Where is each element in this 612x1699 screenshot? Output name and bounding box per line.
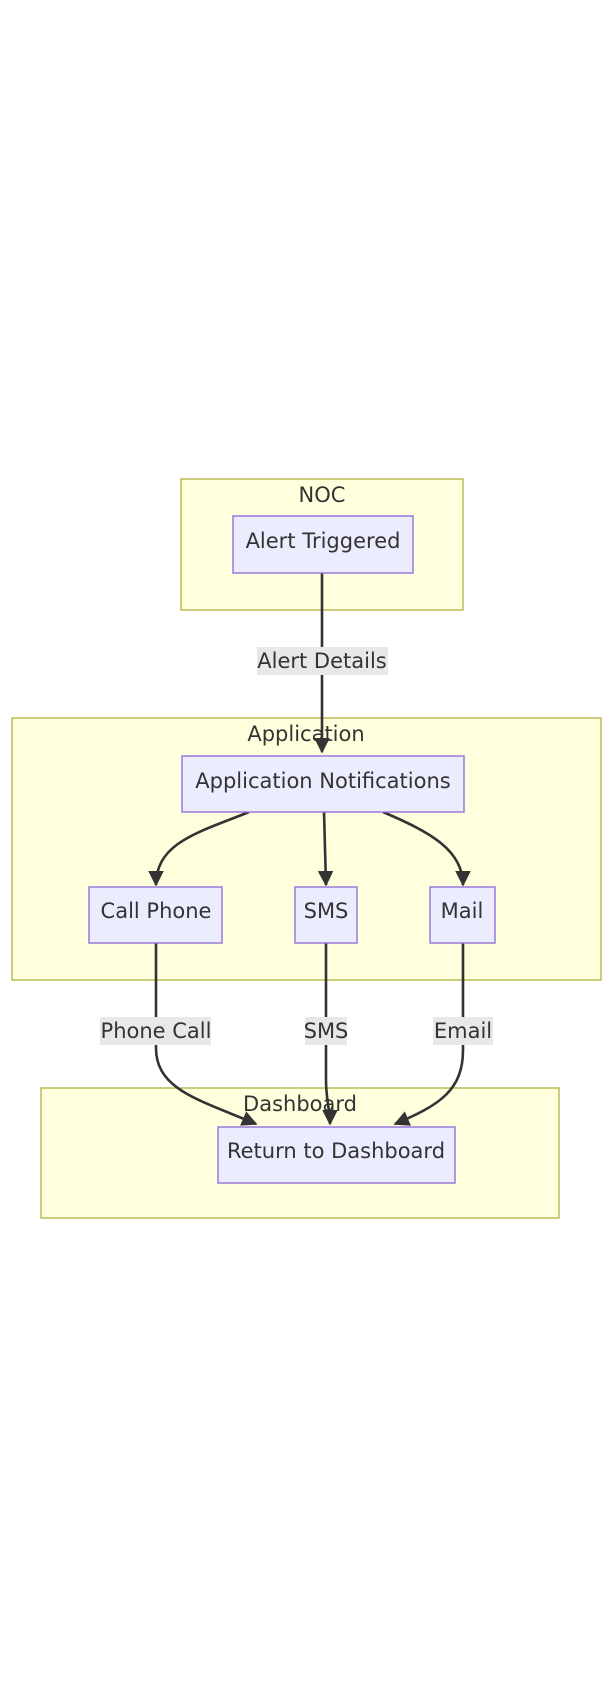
- edge-label-phone-call: Phone Call: [100, 1017, 211, 1045]
- svg-text:Return to Dashboard: Return to Dashboard: [227, 1139, 445, 1163]
- edge-notifications-to-call-phone: [148, 810, 250, 887]
- svg-text:Application Notifications: Application Notifications: [195, 769, 450, 793]
- svg-text:SMS: SMS: [304, 1019, 349, 1043]
- svg-text:Mail: Mail: [441, 899, 484, 923]
- cluster-noc-title: NOC: [299, 483, 346, 507]
- edge-sms-to-dashboard: [322, 943, 338, 1126]
- edges: [148, 573, 471, 1126]
- edge-label-email: Email: [433, 1017, 493, 1045]
- svg-text:Call Phone: Call Phone: [101, 899, 212, 923]
- node-alert-triggered: Alert Triggered: [232, 515, 414, 574]
- edge-notifications-to-mail: [382, 810, 471, 887]
- svg-text:SMS: SMS: [304, 899, 349, 923]
- edge-mail-to-dashboard: [393, 943, 465, 1126]
- node-return-to-dashboard: Return to Dashboard: [217, 1126, 456, 1184]
- edge-label-alert-details: Alert Details: [257, 647, 388, 675]
- svg-text:Email: Email: [434, 1019, 492, 1043]
- node-sms: SMS: [294, 886, 358, 944]
- svg-text:Phone Call: Phone Call: [101, 1019, 212, 1043]
- edge-call-phone-to-dashboard: [154, 943, 258, 1126]
- edge-notifications-to-sms: [317, 811, 334, 887]
- cluster-application-title: Application: [247, 722, 364, 746]
- svg-text:Alert Details: Alert Details: [257, 649, 386, 673]
- node-call-phone: Call Phone: [88, 886, 223, 944]
- edge-label-sms: SMS: [304, 1017, 349, 1045]
- svg-text:Alert Triggered: Alert Triggered: [246, 529, 401, 553]
- node-application-notifications: Application Notifications: [181, 755, 465, 813]
- node-mail: Mail: [429, 886, 496, 944]
- cluster-dashboard-title: Dashboard: [243, 1092, 357, 1116]
